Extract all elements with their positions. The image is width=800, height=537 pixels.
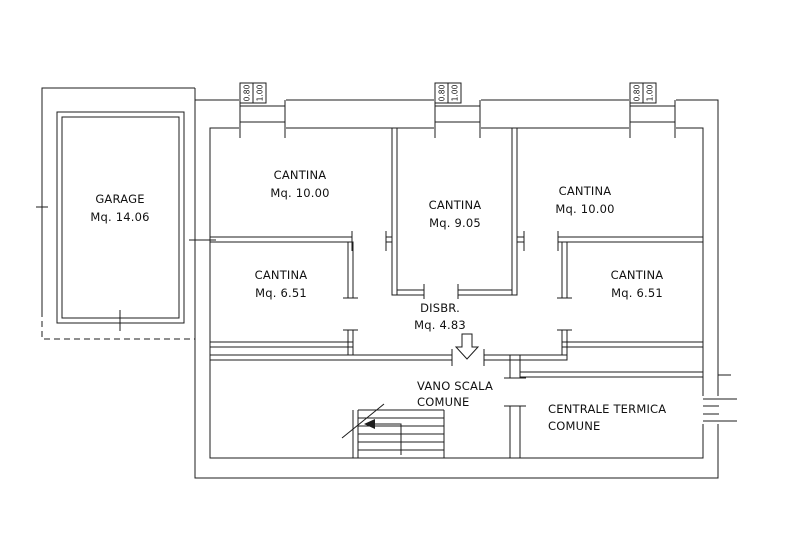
cantina-top-center-label: CANTINA <box>429 198 482 212</box>
cantina-mid-right-label: CANTINA <box>611 268 664 282</box>
window-width-label: 0.80 <box>633 84 642 101</box>
window-height-label: 1.00 <box>451 84 460 101</box>
window-dim-box <box>252 82 267 104</box>
garage-area: Mq. 14.06 <box>90 210 149 224</box>
room-labels: GARAGE Mq. 14.06 CANTINA Mq. 10.00 CANTI… <box>90 168 666 433</box>
disbr-label: DISBR. <box>420 301 460 315</box>
cantina-top-left-label: CANTINA <box>274 168 327 182</box>
window-frame <box>239 100 286 138</box>
disbr-area: Mq. 4.83 <box>414 318 466 332</box>
window-height-label: 1.00 <box>646 84 655 101</box>
window-frame <box>629 100 676 138</box>
stair-direction-line <box>375 423 402 455</box>
window-width-label: 0.80 <box>243 84 252 101</box>
door-ticks <box>36 206 572 407</box>
window-frame <box>703 374 737 422</box>
cantina-mid-left-label: CANTINA <box>255 268 308 282</box>
cantina-top-right-area: Mq. 10.00 <box>555 202 614 216</box>
down-arrow <box>454 333 480 360</box>
window-opening <box>434 99 481 129</box>
garage-dashed-outline <box>41 311 195 340</box>
window-frame <box>434 100 481 138</box>
stairs <box>341 403 445 458</box>
cantina-top-right-label: CANTINA <box>559 184 612 198</box>
centrale-termica-label-line1: CENTRALE TERMICA <box>548 402 666 416</box>
window-symbol-3: 0.80 1.00 <box>629 82 676 138</box>
cantina-mid-right-area: Mq. 6.51 <box>611 286 663 300</box>
window-opening <box>239 99 286 129</box>
down-arrow-shape <box>454 333 480 360</box>
window-opening <box>629 99 676 129</box>
centrale-termica-label-line2: COMUNE <box>548 419 601 433</box>
tick-marks <box>36 206 572 407</box>
stair-direction-arrowhead <box>364 419 375 429</box>
boiler-room-window <box>702 374 737 424</box>
garage-label: GARAGE <box>95 192 144 206</box>
window-width-label: 0.80 <box>438 84 447 101</box>
window-opening <box>702 396 719 424</box>
window-height-label: 1.00 <box>256 84 265 101</box>
window-dim-box <box>642 82 657 104</box>
garage-outline <box>41 87 196 311</box>
window-symbol-2: 0.80 1.00 <box>434 82 481 138</box>
stair-treads <box>341 403 445 458</box>
cantina-top-left-area: Mq. 10.00 <box>270 186 329 200</box>
vano-scala-label-line1: VANO SCALA <box>417 379 493 393</box>
vano-scala-label-line2: COMUNE <box>417 395 470 409</box>
window-dim-box <box>447 82 462 104</box>
cantina-top-center-area: Mq. 9.05 <box>429 216 481 230</box>
window-symbol-1: 0.80 1.00 <box>239 82 286 138</box>
cantina-mid-left-area: Mq. 6.51 <box>255 286 307 300</box>
